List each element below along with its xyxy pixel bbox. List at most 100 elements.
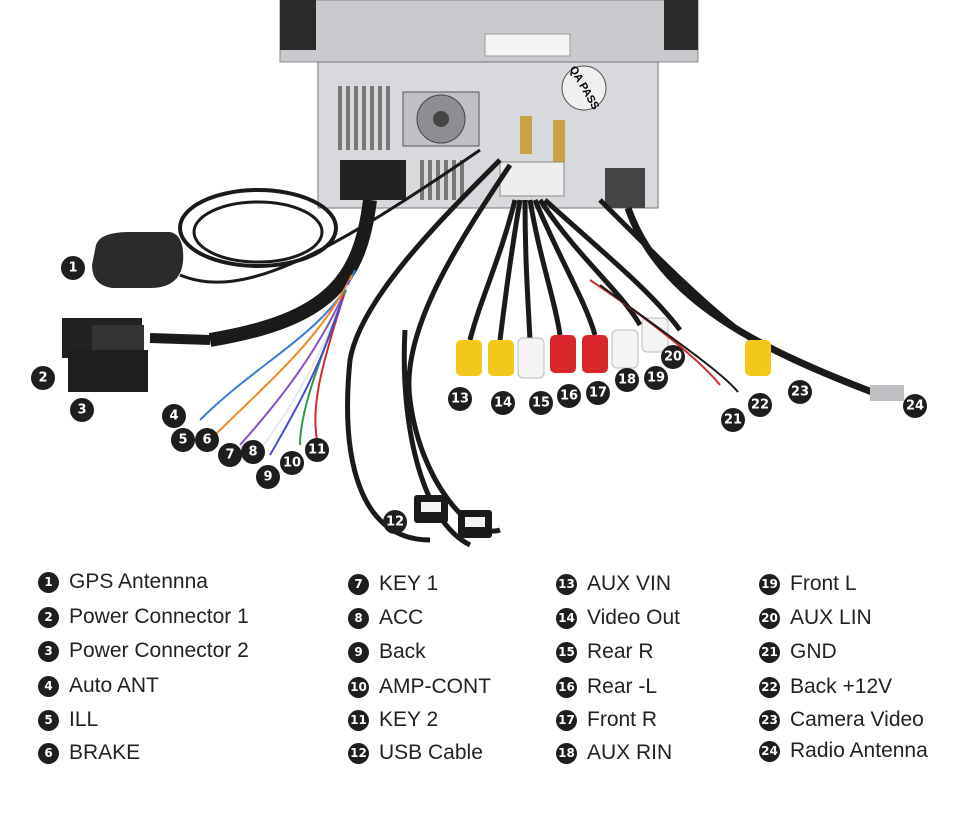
callout-badge-1: 1 [61, 256, 85, 280]
legend-item-18: 18 AUX RIN [556, 740, 672, 766]
radio-antenna-plug [870, 385, 904, 401]
callout-badge-19: 19 [644, 366, 668, 390]
legend-item-24: 24 Radio Antenna [759, 738, 928, 764]
legend-label: Auto ANT [69, 674, 159, 697]
svg-text:24: 24 [906, 399, 924, 414]
legend-badge: 15 [556, 641, 577, 663]
legend-label: Radio Antenna [790, 739, 928, 762]
legend-item-1: 1 GPS Antennna [38, 569, 208, 595]
legend-badge: 9 [348, 641, 369, 663]
legend-item-20: 20 AUX LIN [759, 605, 872, 631]
legend-badge: 3 [38, 640, 59, 662]
legend-badge: 5 [38, 709, 59, 731]
legend-badge: 6 [38, 742, 59, 764]
callout-badge-5: 5 [171, 428, 195, 452]
callout-badge-2: 2 [31, 366, 55, 390]
legend-badge: 7 [348, 573, 369, 595]
callout-badge-7: 7 [218, 443, 242, 467]
callout-badge-11: 11 [305, 438, 329, 462]
legend-label: KEY 1 [379, 572, 439, 595]
legend-badge: 17 [556, 709, 577, 731]
svg-text:8: 8 [248, 445, 257, 460]
legend-label: Power Connector 2 [69, 639, 249, 662]
legend-item-15: 15 Rear R [556, 639, 654, 665]
svg-text:1: 1 [68, 261, 77, 276]
legend-item-7: 7 KEY 1 [348, 571, 438, 597]
svg-text:23: 23 [791, 385, 809, 400]
legend-item-6: 6 BRAKE [38, 740, 140, 766]
svg-text:15: 15 [532, 396, 550, 411]
legend-label: USB Cable [379, 741, 483, 764]
svg-text:18: 18 [618, 373, 636, 388]
callout-badge-23: 23 [788, 380, 812, 404]
legend-item-8: 8 ACC [348, 605, 423, 631]
legend-badge: 2 [38, 606, 59, 628]
legend-badge: 21 [759, 641, 780, 663]
cooling-fan [402, 91, 480, 147]
svg-text:20: 20 [664, 350, 682, 365]
legend-badge: 23 [759, 709, 780, 731]
legend-item-11: 11 KEY 2 [348, 707, 438, 733]
svg-text:19: 19 [647, 371, 665, 386]
callout-badge-12: 12 [383, 510, 407, 534]
callout-badge-14: 14 [491, 391, 515, 415]
svg-text:21: 21 [724, 413, 742, 428]
svg-text:5: 5 [178, 433, 187, 448]
legend-badge: 18 [556, 742, 577, 764]
svg-text:11: 11 [308, 443, 326, 458]
legend-label: Front R [587, 708, 658, 731]
legend-item-2: 2 Power Connector 1 [38, 604, 249, 630]
legend-label: Power Connector 1 [69, 605, 249, 628]
rca-cables [467, 198, 682, 341]
vent-grille [338, 86, 464, 200]
svg-text:2: 2 [38, 371, 47, 386]
callout-badge-15: 15 [529, 391, 553, 415]
svg-text:14: 14 [494, 396, 512, 411]
legend-item-5: 5 ILL [38, 707, 98, 733]
svg-text:9: 9 [263, 470, 272, 485]
svg-text:3: 3 [77, 403, 86, 418]
legend-label: AUX RIN [587, 741, 673, 764]
svg-text:17: 17 [589, 386, 607, 401]
legend-item-19: 19 Front L [759, 571, 857, 597]
legend-badge: 12 [348, 742, 369, 764]
callout-badge-21: 21 [721, 408, 745, 432]
legend-label: AUX LIN [790, 606, 872, 629]
wiring-diagram: QA PASS [31, 0, 927, 548]
legend-item-14: 14 Video Out [556, 605, 680, 631]
callout-badge-22: 22 [748, 393, 772, 417]
callout-badge-16: 16 [557, 384, 581, 408]
callout-badge-4: 4 [162, 404, 186, 428]
legend-label: BRAKE [69, 741, 141, 764]
legend-item-9: 9 Back [348, 639, 426, 665]
legend-label: AMP-CONT [379, 675, 491, 698]
legend-label: Camera Video [790, 708, 924, 731]
callout-badge-6: 6 [195, 428, 219, 452]
legend-badge: 10 [348, 676, 369, 698]
legend-label: AUX VIN [587, 572, 672, 595]
radio-antenna-socket [605, 168, 645, 208]
svg-text:22: 22 [751, 398, 769, 413]
legend-label: Rear -L [587, 675, 658, 698]
camera-video-plug [745, 340, 771, 376]
callout-badge-13: 13 [448, 387, 472, 411]
callout-badge-3: 3 [70, 398, 94, 422]
svg-text:16: 16 [560, 389, 578, 404]
legend-item-3: 3 Power Connector 2 [38, 638, 249, 664]
rear-cables [589, 198, 882, 399]
legend-badge: 1 [38, 571, 59, 593]
power-connectors [62, 318, 148, 392]
callout-badge-9: 9 [256, 465, 280, 489]
legend-item-10: 10 AMP-CONT [348, 674, 491, 700]
legend-item-13: 13 AUX VIN [556, 571, 671, 597]
legend-badge: 19 [759, 573, 780, 595]
legend-badge: 22 [759, 676, 780, 698]
legend-label: Front L [790, 572, 857, 595]
svg-text:10: 10 [283, 456, 301, 471]
gold-connectors [520, 116, 565, 162]
svg-text:7: 7 [225, 448, 234, 463]
harness-socket [340, 160, 406, 200]
legend-label: Back +12V [790, 675, 893, 698]
legend-label: GPS Antennna [69, 570, 208, 593]
qa-pass-badge: QA PASS [561, 64, 607, 112]
